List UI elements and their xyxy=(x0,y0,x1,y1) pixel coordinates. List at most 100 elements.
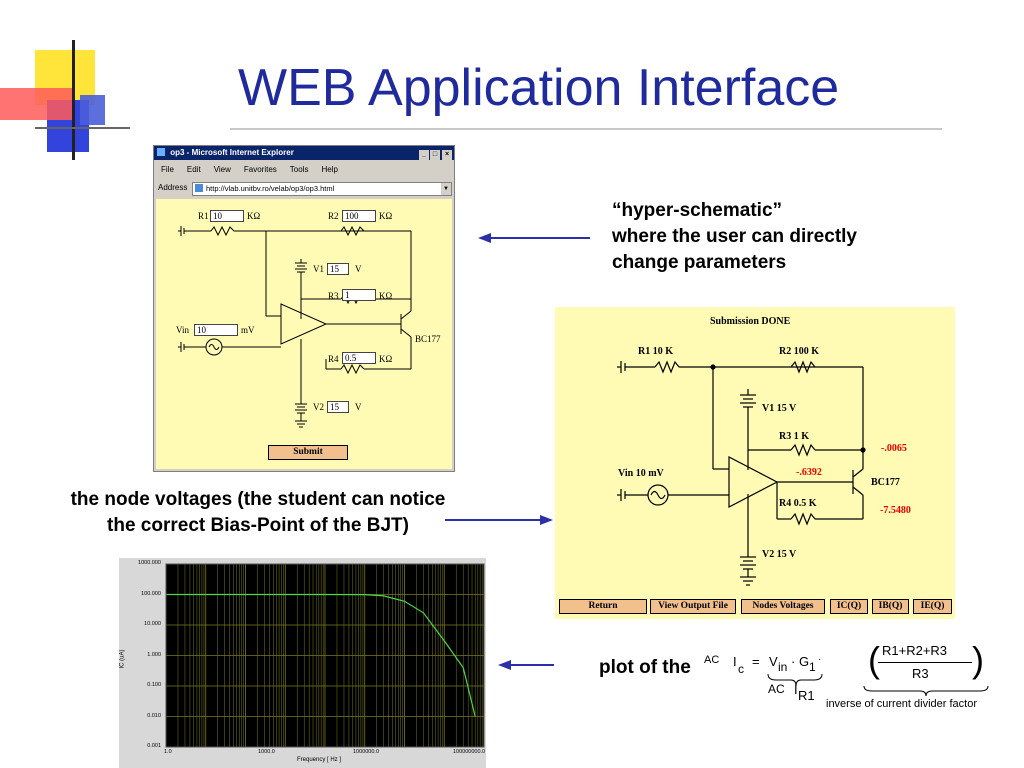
r3-unit: KΩ xyxy=(379,291,393,301)
result-bjt: BC177 xyxy=(871,477,900,488)
view-output-file-button[interactable]: View Output File xyxy=(650,599,736,614)
v2-input[interactable] xyxy=(327,401,349,413)
corner-decoration xyxy=(0,0,130,160)
vin-label: Vin xyxy=(176,325,189,335)
vin-unit: mV xyxy=(241,325,255,335)
plot-label: plot of the xyxy=(599,657,691,678)
node-voltages-callout: the node voltages (the student can notic… xyxy=(0,487,516,539)
r1-unit: KΩ xyxy=(247,211,261,221)
result-r3: R3 1 K xyxy=(779,431,809,442)
y-tick-label: 0.001 xyxy=(147,743,161,749)
ic-q-button[interactable]: IC(Q) xyxy=(830,599,868,614)
hyper-schematic-form: R1 KΩ R2 KΩ V1 V R3 KΩ Vin mV BC177 R4 K… xyxy=(156,199,452,469)
hyper-schematic-callout: “hyper-schematic” where the user can dir… xyxy=(612,198,857,276)
plot-svg xyxy=(165,563,485,748)
x-tick-label: 1000000.0 xyxy=(353,749,379,755)
r2-label: R2 xyxy=(328,211,339,221)
result-v2: V2 15 V xyxy=(762,549,797,560)
close-button[interactable]: × xyxy=(442,150,452,160)
menu-bar: File Edit View Favorites Tools Help xyxy=(154,162,454,178)
callout-arrow-left-2 xyxy=(498,660,554,670)
callout-arrow-left-1 xyxy=(478,233,590,243)
ie-icon xyxy=(157,148,165,156)
v2-label: V2 xyxy=(313,402,324,412)
submit-button[interactable]: Submit xyxy=(268,445,348,460)
vin-input[interactable] xyxy=(194,324,238,336)
formula-caption: inverse of current divider factor xyxy=(826,698,978,710)
node-voltage-3: -7.5480 xyxy=(880,505,911,516)
result-r4: R4 0.5 K xyxy=(779,498,817,509)
formula-ic-sub: c xyxy=(738,662,744,676)
y-tick-label: 100.000 xyxy=(141,591,161,597)
title-underline xyxy=(230,128,942,130)
browser-title: op3 - Microsoft Internet Explorer xyxy=(170,148,294,157)
address-bar: Address http://vlab.unitbv.ro/velab/op3/… xyxy=(154,180,454,196)
y-tick-label: 1.000 xyxy=(147,652,161,658)
callout-arrow-right xyxy=(445,515,553,525)
r4-input[interactable] xyxy=(342,352,376,364)
formula-underbrace xyxy=(767,673,823,687)
minimize-button[interactable]: _ xyxy=(419,150,429,160)
plot-xlabel: Frequency [ Hz ] xyxy=(297,757,342,763)
v1-unit: V xyxy=(355,264,362,274)
fraction-bar xyxy=(878,662,972,663)
hyper-callout-line3: change parameters xyxy=(612,252,787,273)
r4-unit: KΩ xyxy=(379,354,393,364)
menu-favorites[interactable]: Favorites xyxy=(243,165,277,174)
paren-close-icon: ) xyxy=(972,639,984,680)
y-tick-label: 0.010 xyxy=(147,713,161,719)
menu-edit[interactable]: Edit xyxy=(186,165,201,174)
r3-input[interactable] xyxy=(342,289,376,301)
result-vin: Vin 10 mV xyxy=(618,468,664,479)
formula-ic: I xyxy=(733,654,737,669)
formula-numerator: R1+R2+R3 xyxy=(882,643,948,658)
v1-label: V1 xyxy=(313,264,324,274)
r1-input[interactable] xyxy=(210,210,244,222)
y-tick-label: 0.100 xyxy=(147,682,161,688)
nodes-voltages-button[interactable]: Nodes Voltages xyxy=(741,599,825,614)
return-button[interactable]: Return xyxy=(559,599,647,614)
formula-vin-sub: in xyxy=(778,660,788,674)
r3-label: R3 xyxy=(328,291,339,301)
browser-titlebar: op3 - Microsoft Internet Explorer _□× xyxy=(154,146,454,160)
v1-input[interactable] xyxy=(327,263,349,275)
maximize-button[interactable]: □ xyxy=(430,150,440,160)
paren-open-icon: ( xyxy=(868,639,880,680)
y-tick-label: 10.000 xyxy=(144,621,161,627)
ie-q-button[interactable]: IE(Q) xyxy=(913,599,952,614)
hyper-callout-line2: where the user can directly xyxy=(612,226,857,247)
browser-window: op3 - Microsoft Internet Explorer _□× Fi… xyxy=(153,145,455,472)
x-tick-label: 1000.0 xyxy=(258,749,275,755)
response-curve xyxy=(166,593,476,717)
r4-label: R4 xyxy=(328,354,339,364)
bjt-label: BC177 xyxy=(415,334,441,344)
node-voltage-1: -.0065 xyxy=(881,443,907,454)
ib-q-button[interactable]: IB(Q) xyxy=(872,599,909,614)
menu-file[interactable]: File xyxy=(161,165,174,174)
node-callout-line1: the node voltages (the student can notic… xyxy=(70,489,446,510)
menu-view[interactable]: View xyxy=(213,165,231,174)
r2-input[interactable] xyxy=(342,210,376,222)
address-label: Address xyxy=(158,183,188,192)
result-v1: V1 15 V xyxy=(762,403,797,414)
menu-help[interactable]: Help xyxy=(321,165,338,174)
formula-eq: = xyxy=(752,654,760,669)
hyper-callout-line1: “hyper-schematic” xyxy=(612,200,783,221)
result-r2: R2 100 K xyxy=(779,346,819,357)
frequency-response-plot: IC (uA) Frequency [ Hz ] 1000.000 100.00… xyxy=(119,558,486,768)
formula-vin: V xyxy=(769,654,778,669)
y-tick-label: 1000.000 xyxy=(138,560,161,566)
r2-unit: KΩ xyxy=(379,211,393,221)
address-input[interactable]: http://vlab.unitbv.ro/velab/op3/op3.html… xyxy=(192,182,452,196)
formula-g: · G xyxy=(791,654,810,669)
formula-ac2: AC xyxy=(768,682,785,696)
plot-frame xyxy=(165,563,485,748)
address-url: http://vlab.unitbv.ro/velab/op3/op3.html xyxy=(206,184,335,193)
results-panel: Submission DONE R1 10 K R2 100 K V1 15 V… xyxy=(555,307,955,619)
menu-tools[interactable]: Tools xyxy=(289,165,309,174)
results-schematic-diagram xyxy=(617,360,866,586)
r1-label: R1 xyxy=(198,211,209,221)
dropdown-arrow-icon[interactable]: ▼ xyxy=(441,183,451,195)
page-icon xyxy=(195,184,203,192)
x-tick-label: 100000000.0 xyxy=(453,749,486,755)
